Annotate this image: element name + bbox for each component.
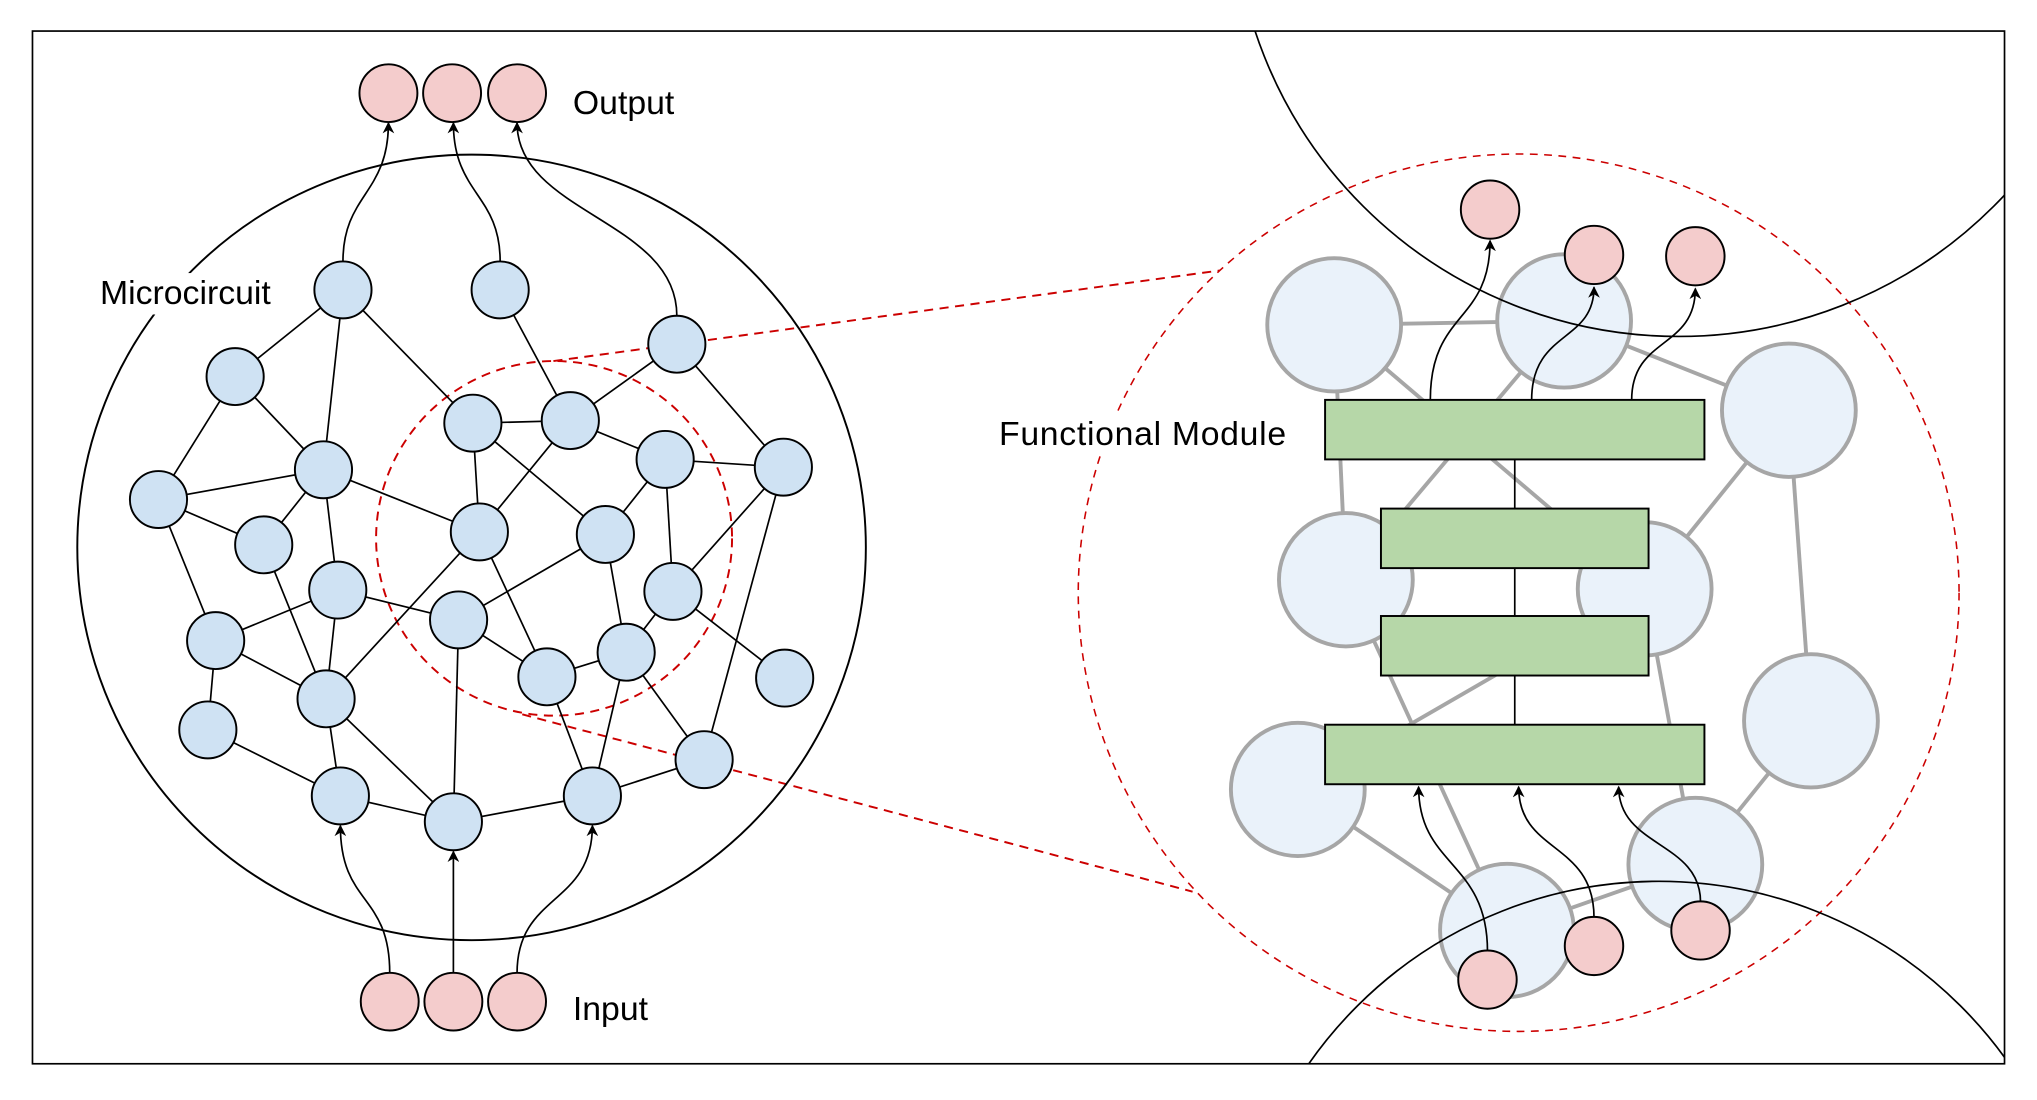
module-output-arrow <box>1630 287 1702 400</box>
module-io-arrows <box>1412 239 1702 952</box>
zoomed-view-circle <box>1077 153 1960 1033</box>
neuron-node <box>310 766 370 826</box>
module-input-node <box>1670 900 1731 961</box>
zoom-region-circle <box>375 360 734 717</box>
module-layer-1 <box>1324 398 1706 461</box>
module-layer-4 <box>1324 723 1706 786</box>
module-input-arrow <box>1512 785 1595 918</box>
module-output-arrow <box>1530 286 1600 400</box>
synapse-edge <box>322 289 344 470</box>
synapse-edge <box>342 289 474 424</box>
faded-neuron-node <box>1265 256 1404 394</box>
output-arrow <box>511 121 678 316</box>
functional-module-stack <box>1324 398 1706 786</box>
module-output-node <box>1665 226 1726 287</box>
module-layer-3 <box>1379 615 1650 677</box>
microcircuit-neurons <box>128 260 815 852</box>
neuron-node <box>635 429 695 489</box>
microcircuit-io-nodes <box>358 63 547 1032</box>
module-output-arrow <box>1429 239 1496 400</box>
neuron-node <box>562 766 622 826</box>
functional-module-label-bg <box>992 411 1294 456</box>
input-label: Input <box>573 990 649 1028</box>
neuron-node <box>234 515 294 575</box>
module-layer-2 <box>1379 507 1650 570</box>
neuron-node <box>643 561 703 621</box>
faded-neuron-node <box>1742 652 1880 790</box>
neuron-node <box>128 470 189 529</box>
neighbor-microcircuit-arcs <box>1254 31 2005 1064</box>
output-node <box>487 63 547 124</box>
output-label: Output <box>573 84 675 122</box>
neuron-node <box>423 792 483 852</box>
input-node <box>487 971 547 1032</box>
functional-module-label: Functional Module <box>999 415 1286 453</box>
input-arrow <box>516 824 599 974</box>
neuron-node <box>674 730 734 790</box>
module-input-arrow <box>1612 785 1702 903</box>
neuron-node <box>755 648 815 708</box>
neuron-node <box>443 393 503 453</box>
microcircuit-label-bg <box>93 273 286 315</box>
synapse-edge <box>325 531 480 700</box>
neuron-node <box>186 611 246 671</box>
neuron-node <box>470 260 530 320</box>
input-arrow <box>334 824 391 974</box>
neuron-node <box>575 505 635 564</box>
neuron-node <box>647 314 707 374</box>
neuron-node <box>205 347 265 407</box>
output-node <box>422 63 483 124</box>
module-output-node <box>1563 224 1625 286</box>
neuron-node <box>178 700 238 760</box>
synapse-edge <box>452 619 460 822</box>
microcircuit-label: Microcircuit <box>100 274 271 312</box>
input-node <box>359 971 420 1032</box>
neuron-node <box>753 437 813 497</box>
neuron-node <box>429 590 489 650</box>
faded-neuron-node <box>1277 511 1415 649</box>
module-io-nodes <box>1457 179 1731 1010</box>
output-arrow <box>447 121 502 262</box>
synapse-edge <box>703 466 785 760</box>
neuron-node <box>308 560 368 620</box>
module-input-arrow <box>1412 785 1489 952</box>
module-output-node <box>1459 179 1521 240</box>
neuron-node <box>313 260 373 320</box>
neighbor-circuit-arc-top <box>1254 31 2005 338</box>
neuron-node <box>540 391 600 451</box>
neuron-node <box>517 647 577 707</box>
neuron-node <box>449 502 509 562</box>
neuron-node <box>296 669 356 729</box>
microcircuit-boundary <box>76 153 867 942</box>
zoom-line-bottom <box>521 713 1193 893</box>
neuron-node <box>293 440 354 500</box>
microcircuit-circle <box>76 153 867 942</box>
output-node <box>358 63 419 124</box>
faded-neuron-node <box>1720 341 1858 479</box>
microcircuit-io-arrows <box>334 121 678 974</box>
output-arrow <box>342 121 395 262</box>
module-input-node <box>1563 915 1625 977</box>
neuron-node <box>596 622 656 682</box>
neighbor-circuit-arc-bottom <box>1307 880 2005 1064</box>
input-node <box>423 971 484 1032</box>
module-input-node <box>1457 949 1518 1010</box>
